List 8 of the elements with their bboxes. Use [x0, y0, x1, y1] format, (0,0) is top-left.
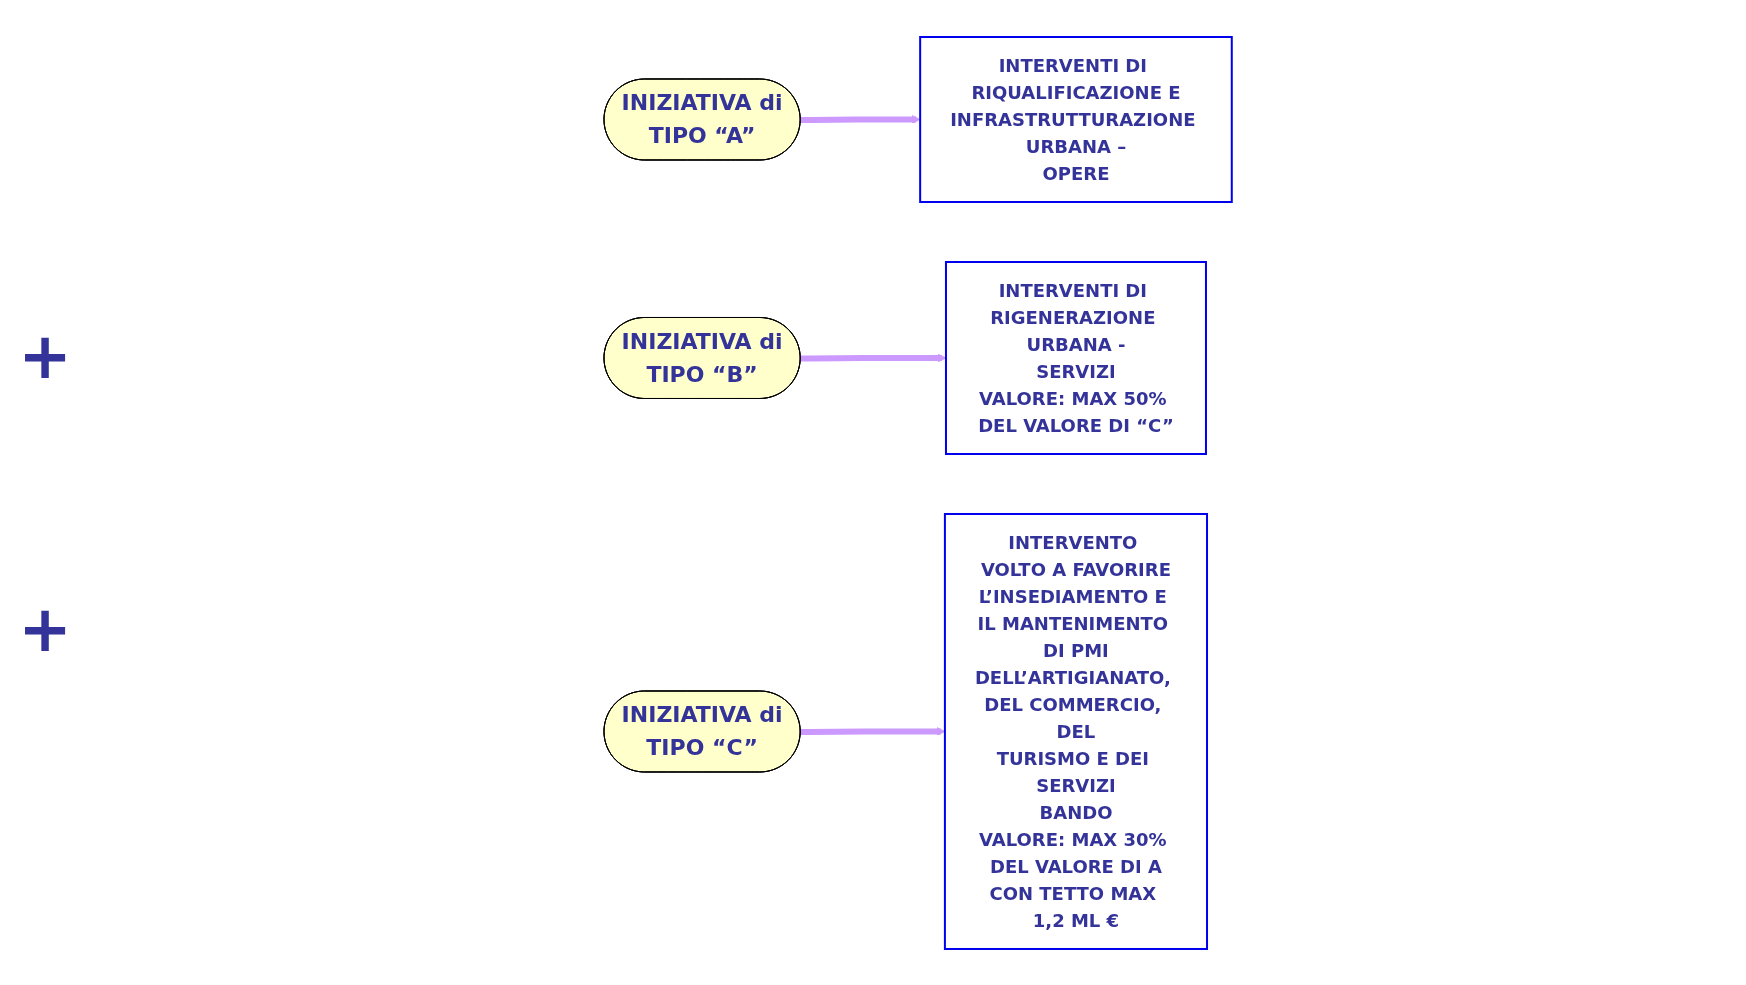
arrow [800, 114, 921, 124]
plus-sign: + [18, 591, 72, 666]
node-box: INTERVENTI DI RIGENERAZIONE URBANA - SERVIZI VALORE: MAX 50% DEL VALORE DI “C” [945, 260, 1208, 455]
plus-sign: + [18, 319, 72, 394]
arrow [800, 726, 946, 736]
arrow [800, 353, 947, 362]
node-box: INTERVENTO VOLTO A FAVORIRE L’INSEDIAMENTO E IL MANTENIMENTO DI PMI DELL’ARTIGIANATO, DEL COMMERCIO, DEL TURISMO E DEI SERVIZI BANDO VALORE: MAX 30% DEL VALORE DI A CON TETTO MAX 1,2 ML € [944, 512, 1209, 950]
node-box: INTERVENTI DI RIQUALIFICAZIONE E INFRASTRUTTURAZIONE URBANA – OPERE [919, 35, 1233, 203]
